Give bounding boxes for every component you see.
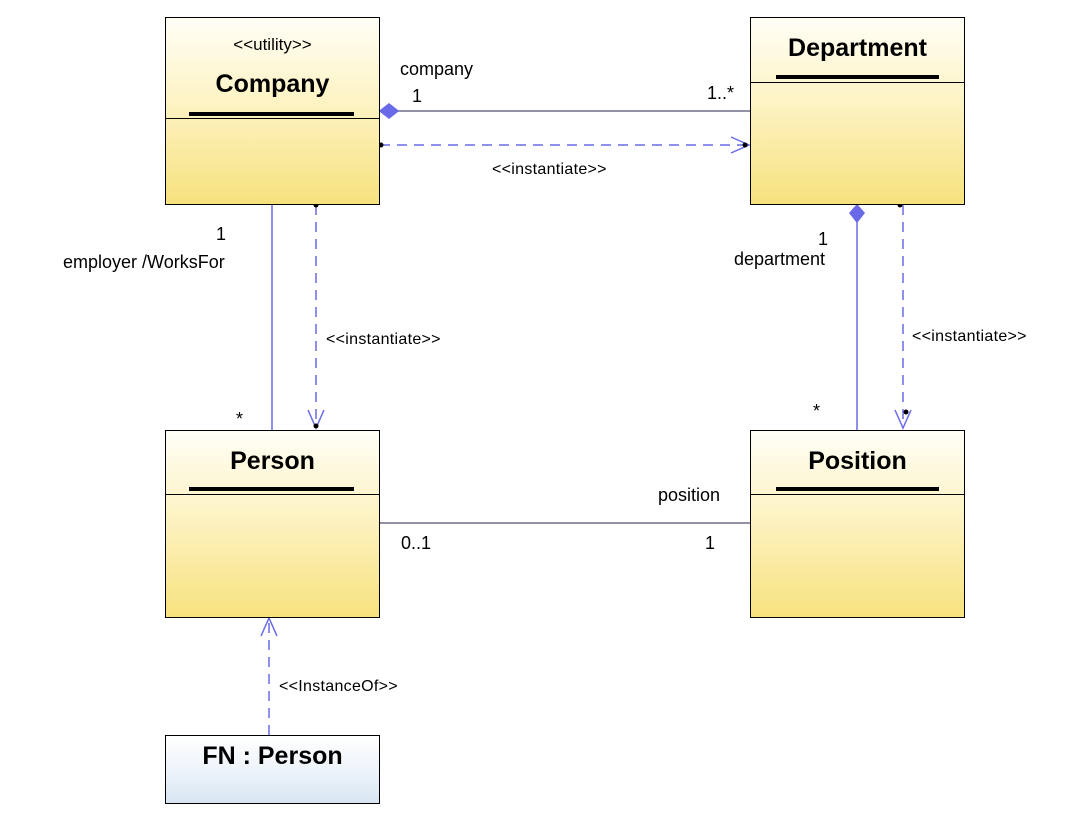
role-employer: employer /WorksFor [63, 252, 225, 272]
stereotype-instance-of: <<InstanceOf>> [279, 678, 398, 695]
multiplicity-company-department-company-end: 1 [412, 86, 423, 106]
multiplicity-department-position-department-end: 1 [818, 229, 829, 249]
class-person-name: Person [230, 447, 315, 475]
open-arrow-position [894, 409, 912, 430]
class-person-name-underline [189, 487, 354, 491]
object-fn-person[interactable]: FN : Person [165, 735, 380, 804]
class-company-name-underline [189, 112, 354, 116]
class-company-stereotype: <<utility>> [233, 35, 312, 54]
role-company: company [400, 59, 474, 79]
class-position-name: Position [808, 447, 907, 475]
multiplicity-company-person-company-end: 1 [216, 224, 227, 244]
stereotype-instantiate-department-position: <<instantiate>> [912, 328, 1027, 345]
class-department-header: Department [751, 18, 964, 83]
class-company-header: <<utility>> Company [166, 18, 379, 119]
stereotype-instantiate-company-person: <<instantiate>> [326, 331, 441, 348]
multiplicity-department-position-position-end: * [813, 401, 821, 421]
class-department-name: Department [788, 34, 927, 62]
multiplicity-person-position-position-end: 1 [705, 533, 716, 553]
multiplicity-person-position-person-end: 0..1 [401, 533, 432, 553]
class-company-name: Company [215, 70, 330, 98]
open-arrow-department [730, 136, 751, 154]
role-department: department [734, 249, 826, 269]
class-position-header: Position [751, 431, 964, 495]
class-person[interactable]: Person [165, 430, 380, 618]
stereotype-instantiate-company-department: <<instantiate>> [492, 161, 607, 178]
role-position: position [658, 485, 721, 505]
class-department[interactable]: Department [750, 17, 965, 205]
anchor-dot [742, 142, 748, 148]
composition-diamond-company [378, 103, 400, 119]
open-arrow-person-class [260, 616, 278, 637]
composition-diamond-department [849, 203, 865, 224]
class-company[interactable]: <<utility>> Company [165, 17, 380, 205]
anchor-dot [903, 409, 909, 415]
multiplicity-company-department-department-end: 1..* [707, 83, 735, 103]
anchor-dot [313, 423, 319, 429]
class-position-name-underline [776, 487, 939, 491]
multiplicity-company-person-person-end: * [236, 409, 244, 429]
class-department-name-underline [776, 75, 939, 79]
class-person-header: Person [166, 431, 379, 495]
class-position[interactable]: Position [750, 430, 965, 618]
object-fn-person-name: FN : Person [202, 742, 343, 770]
